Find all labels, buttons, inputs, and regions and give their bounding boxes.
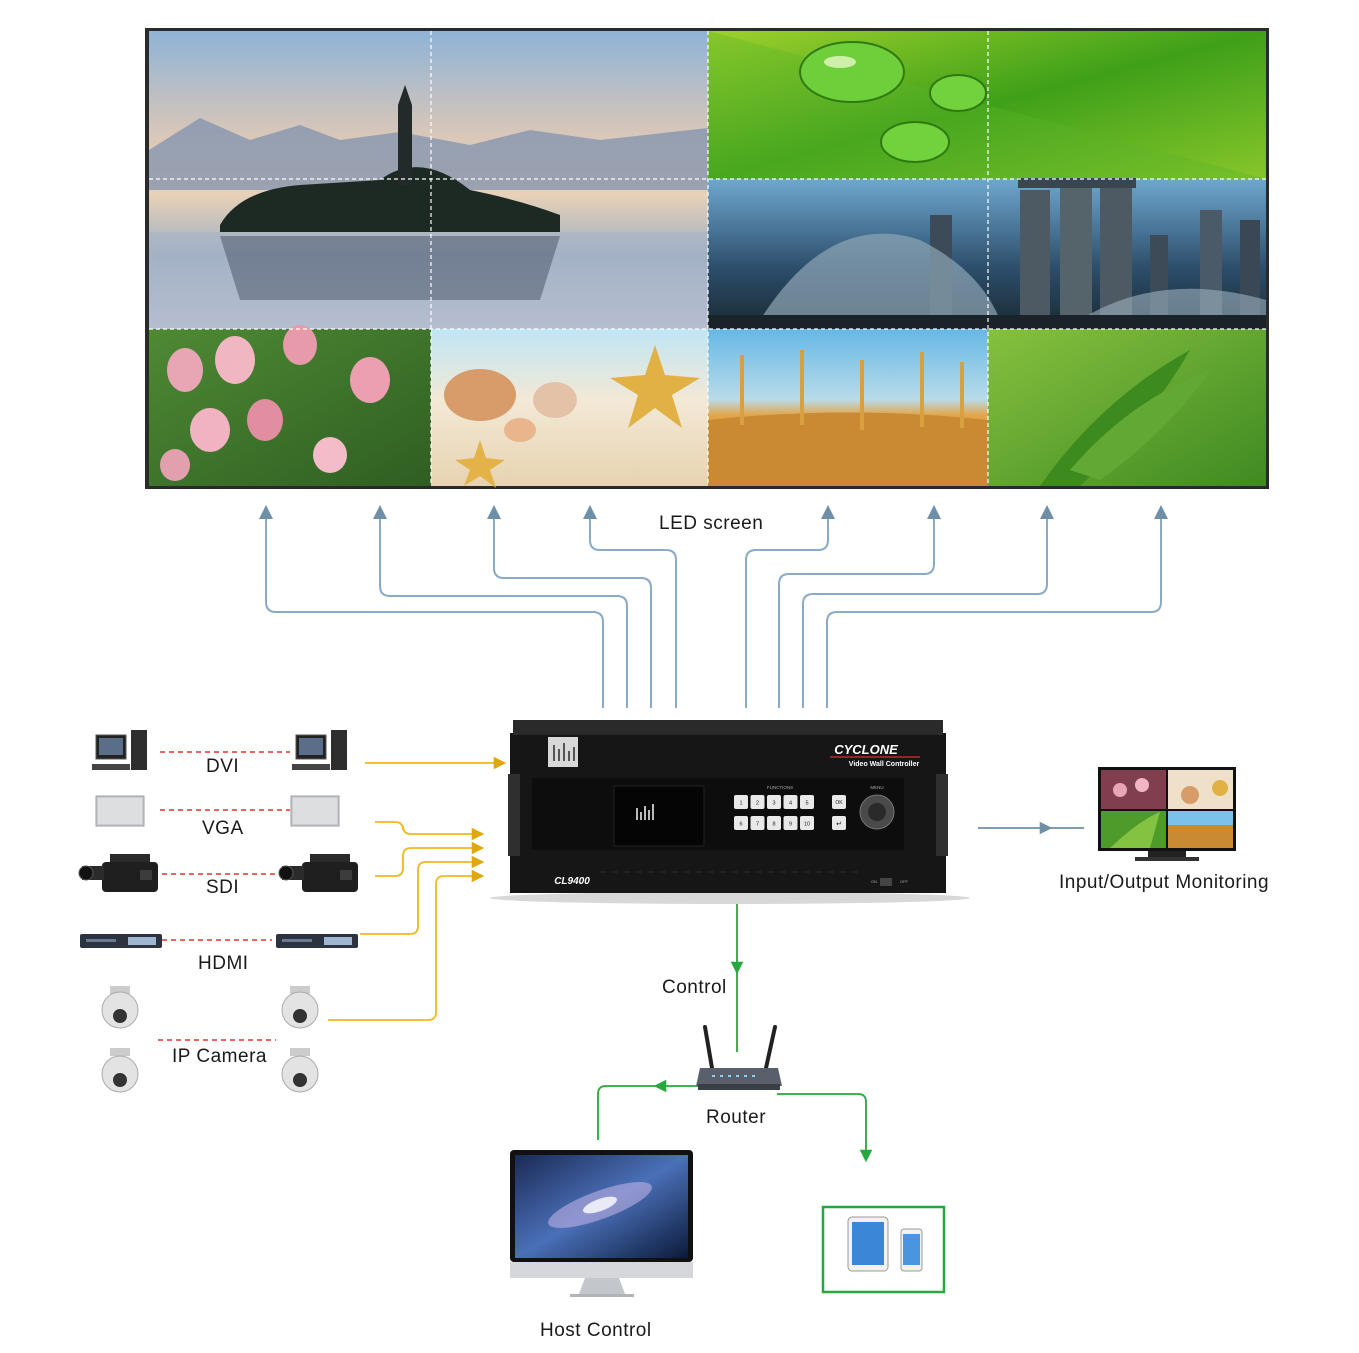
- media-player-icon: [276, 934, 358, 948]
- function-button-label: 1: [739, 801, 742, 807]
- controller-subtitle: Video Wall Controller: [849, 761, 920, 768]
- ok-button[interactable]: [832, 795, 846, 809]
- input-label-ip-camera: IP Camera: [172, 1046, 267, 1067]
- function-button-label: 6: [739, 822, 742, 828]
- desktop-computer-icon: [292, 730, 347, 770]
- function-button-label: 3: [772, 801, 775, 807]
- function-button-10[interactable]: [800, 816, 814, 830]
- control-lines: [597, 903, 873, 1163]
- router-icon: [696, 1025, 782, 1090]
- control-label: Control: [662, 977, 727, 998]
- led-screen-label: LED screen: [659, 513, 764, 534]
- function-button-label: 7: [756, 822, 759, 828]
- function-button-label: 8: [772, 822, 775, 828]
- controller-model: CL9400: [554, 876, 590, 887]
- monitoring-display-icon: [1098, 767, 1236, 861]
- video-camera-icon: [278, 854, 358, 892]
- back-button[interactable]: [832, 816, 846, 830]
- beach-shells-image: [431, 329, 708, 488]
- output-lines: [259, 505, 1168, 708]
- monitoring-label: Input/Output Monitoring: [1059, 872, 1270, 893]
- function-button-label: 10: [804, 822, 810, 828]
- dome-camera-icon: [281, 1048, 319, 1093]
- functions-label: FUNCTIONS: [767, 785, 793, 790]
- function-button-9[interactable]: [783, 816, 798, 830]
- controller-brand: CYCLONE: [834, 742, 898, 757]
- dashed-pair-lines: [158, 751, 290, 1041]
- function-button-label: 5: [805, 801, 808, 807]
- host-control-label: Host Control: [540, 1320, 652, 1341]
- host-computer-icon: [510, 1150, 693, 1297]
- function-button-label: 4: [789, 801, 792, 807]
- menu-label: MENU: [870, 785, 883, 790]
- desktop-computer-icon: [92, 730, 147, 770]
- input-label-sdi: SDI: [206, 877, 240, 898]
- leaf-droplets-image: [708, 31, 1266, 179]
- tablet-icon: [847, 1216, 889, 1272]
- laptop-icon: [290, 795, 340, 827]
- dome-camera-icon: [101, 986, 139, 1029]
- video-camera-icon: [78, 854, 158, 892]
- input-label-dvi: DVI: [206, 756, 240, 777]
- video-wall-controller: CYCLONE Video Wall Controller FUNCTIONS …: [490, 720, 970, 904]
- smartphone-icon: [900, 1228, 923, 1272]
- function-button-8[interactable]: [767, 816, 781, 830]
- city-skyline-image: [708, 178, 1266, 329]
- function-button-5[interactable]: [800, 795, 814, 809]
- switch-off-label: OFF: [900, 879, 909, 884]
- function-button-label: 2: [756, 801, 759, 807]
- dome-camera-icon: [281, 986, 319, 1029]
- input-label-vga: VGA: [202, 818, 244, 839]
- laptop-icon: [95, 795, 145, 827]
- function-button-2[interactable]: [750, 795, 765, 809]
- ok-button-label: OK: [835, 800, 843, 806]
- media-player-icon: [80, 934, 162, 948]
- router-label: Router: [706, 1107, 767, 1128]
- flowers-image: [149, 325, 431, 486]
- function-button-7[interactable]: [750, 816, 765, 830]
- dome-camera-icon: [101, 1048, 139, 1093]
- power-switch[interactable]: [880, 878, 892, 886]
- function-button-4[interactable]: [783, 795, 798, 809]
- lake-scene-image: [149, 31, 708, 329]
- led-screen: [145, 28, 1269, 489]
- input-lines: [328, 756, 507, 1021]
- mobile-devices-group: [821, 1205, 946, 1294]
- wheat-field-image: [708, 329, 988, 486]
- function-button-3[interactable]: [767, 795, 781, 809]
- function-button-label: 9: [789, 822, 792, 828]
- green-grass-image: [988, 329, 1266, 486]
- function-buttons: 1 2 3 4 5 6 7 8 9 10: [734, 795, 814, 830]
- function-button-6[interactable]: [734, 816, 748, 830]
- input-label-hdmi: HDMI: [198, 953, 249, 974]
- back-arrow-icon: ↵: [836, 820, 842, 828]
- switch-on-label: ON: [871, 879, 877, 884]
- function-button-1[interactable]: [734, 795, 748, 809]
